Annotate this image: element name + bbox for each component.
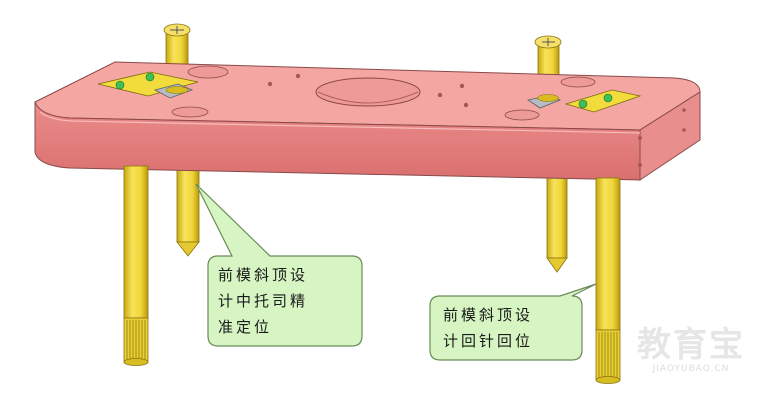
watermark-logo: 教育宝 JIAOYUBAO.CN <box>632 326 750 374</box>
front-left-return-pin <box>123 165 149 366</box>
right-callout-line: 计回针回位 <box>443 332 534 350</box>
ejector-plate <box>34 61 701 181</box>
back-left-pin <box>176 159 200 257</box>
left-callout-text: 前模斜顶设 计中托司精 准定位 <box>218 262 348 340</box>
left-callout-line: 计中托司精 <box>218 292 309 310</box>
left-yellow-pad <box>97 71 199 97</box>
left-callout-bubble <box>195 183 363 347</box>
watermark-sub: JIAOYUBAO.CN <box>652 364 730 374</box>
watermark-main: 教育宝 <box>637 325 745 365</box>
right-callout-line: 前模斜顶设 <box>443 306 534 324</box>
back-right-pin <box>546 169 568 273</box>
left-callout-line: 准定位 <box>218 318 273 336</box>
right-callout-text: 前模斜顶设 计回针回位 <box>443 302 583 354</box>
right-callout-bubble <box>429 283 597 361</box>
front-right-return-pin <box>595 177 621 384</box>
left-callout-line: 前模斜顶设 <box>218 266 309 284</box>
right-yellow-pad <box>564 89 642 113</box>
